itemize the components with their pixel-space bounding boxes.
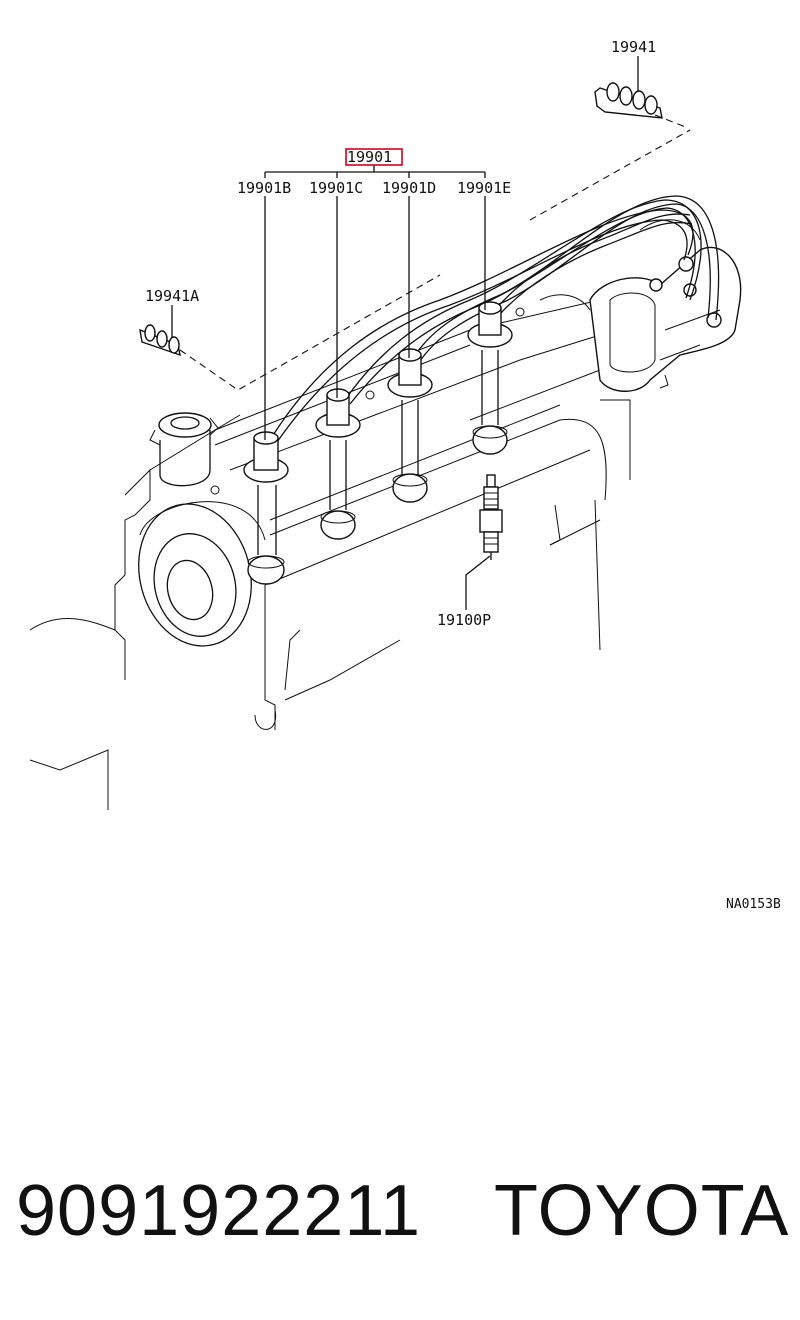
- clamp-left-label[interactable]: 19941A: [145, 287, 199, 305]
- wire-b-label[interactable]: 19901B: [237, 179, 291, 197]
- wire-bundle: [269, 129, 720, 446]
- wire-c-label[interactable]: 19901C: [309, 179, 363, 197]
- boot-c: [315, 388, 361, 540]
- caption-bar: 9091922211 TOYOTA: [0, 1170, 800, 1270]
- clamp-19941: [594, 82, 689, 129]
- clamp-19941a: [139, 274, 441, 391]
- wire-e-label[interactable]: 19901E: [457, 179, 511, 197]
- labels: 19901 19901B 19901C 19901D 19901E 19941 …: [145, 38, 781, 912]
- set-label-highlight: [345, 148, 403, 166]
- leader-lines: [171, 56, 639, 610]
- brand-name: TOYOTA: [494, 1171, 790, 1251]
- ignition-wire-diagram: 19901 19901B 19901C 19901D 19901E 19941 …: [29, 38, 781, 912]
- part-number: 9091922211: [16, 1171, 422, 1251]
- wire-d-label[interactable]: 19901D: [382, 179, 436, 197]
- spark-plug: [479, 474, 503, 560]
- boot-e: [467, 301, 513, 455]
- spark-plug-label[interactable]: 19100P: [437, 611, 491, 629]
- boot-b: [243, 431, 289, 585]
- boot-d: [387, 348, 433, 503]
- distributor: [539, 219, 742, 392]
- drawing-code: NA0153B: [726, 897, 781, 912]
- engine-block: [29, 299, 631, 810]
- clamp-top-label[interactable]: 19941: [611, 38, 656, 56]
- set-label[interactable]: 19901: [347, 148, 392, 166]
